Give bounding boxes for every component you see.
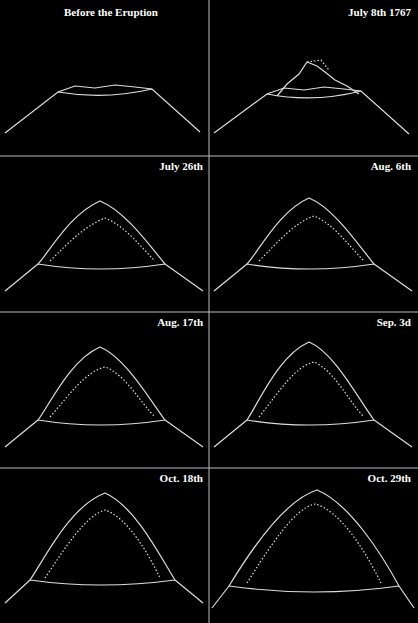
date-label: Sep. 3d xyxy=(376,316,412,329)
date-label: Aug. 6th xyxy=(370,160,412,173)
date-label: Aug. 17th xyxy=(156,316,204,329)
date-label: Oct. 18th xyxy=(159,472,204,485)
date-label: Oct. 29th xyxy=(367,472,412,485)
date-label: July 26th xyxy=(158,160,204,173)
date-label: Before the Eruption xyxy=(63,6,159,19)
date-label: July 8th 1767 xyxy=(347,6,412,19)
